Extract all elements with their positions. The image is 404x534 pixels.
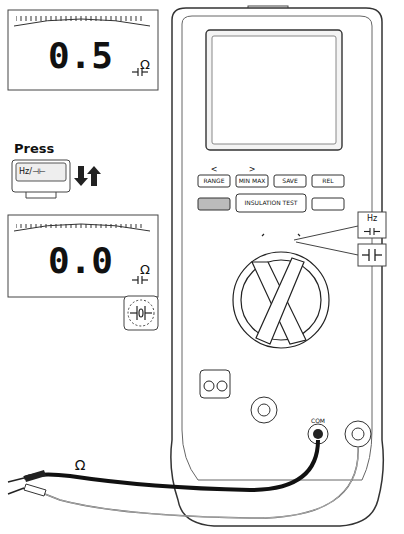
- button-label: REL: [322, 178, 333, 184]
- display-inset: 0.0Ω: [8, 215, 158, 297]
- button-icon: PressHz/⊣⊢: [12, 140, 70, 192]
- display-inset: 0.5Ω: [8, 10, 158, 90]
- display-reading: 0.0: [48, 243, 113, 279]
- button-label: MIN MAX: [239, 178, 266, 184]
- unit-symbol: Ω: [140, 263, 150, 276]
- terminal-label: COM: [311, 418, 325, 424]
- button-caption: >: [249, 166, 256, 174]
- button-caption: <: [211, 166, 218, 174]
- press-heading: Press: [14, 142, 54, 155]
- button-label: RANGE: [204, 178, 225, 184]
- measurement-symbol: Ω: [75, 458, 86, 472]
- callout-label: Hz: [367, 215, 377, 223]
- display-reading: 0.5: [48, 38, 113, 74]
- button-label: Hz/⊣⊢: [19, 168, 46, 176]
- unit-symbol: Ω: [140, 58, 150, 71]
- button-label: INSULATION TEST: [244, 200, 297, 206]
- button-label: SAVE: [282, 178, 298, 184]
